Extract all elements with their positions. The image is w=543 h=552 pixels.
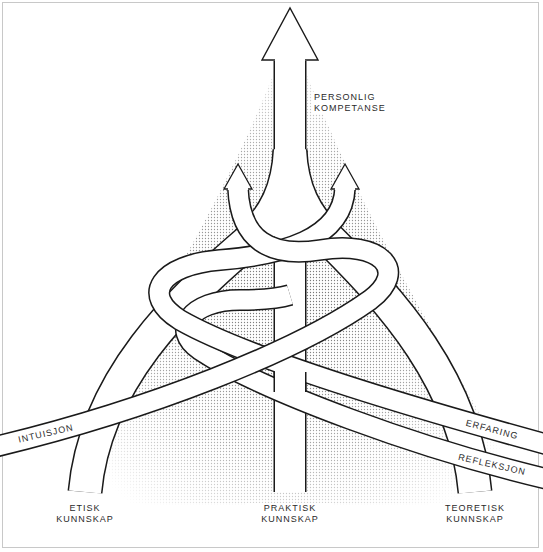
band-label: REFLEKSJON [455,451,529,478]
band-label: ERFARING [463,417,522,443]
band-label: INTUISJON [15,422,76,446]
strand-label: PRAKTISK KUNNSKAP [247,503,333,525]
title-label: PERSONLIG KOMPETANSE [312,92,398,114]
strand-label: ETISK KUNNSKAP [47,503,123,525]
strand-label: TEORETISK KUNNSKAP [430,503,520,525]
